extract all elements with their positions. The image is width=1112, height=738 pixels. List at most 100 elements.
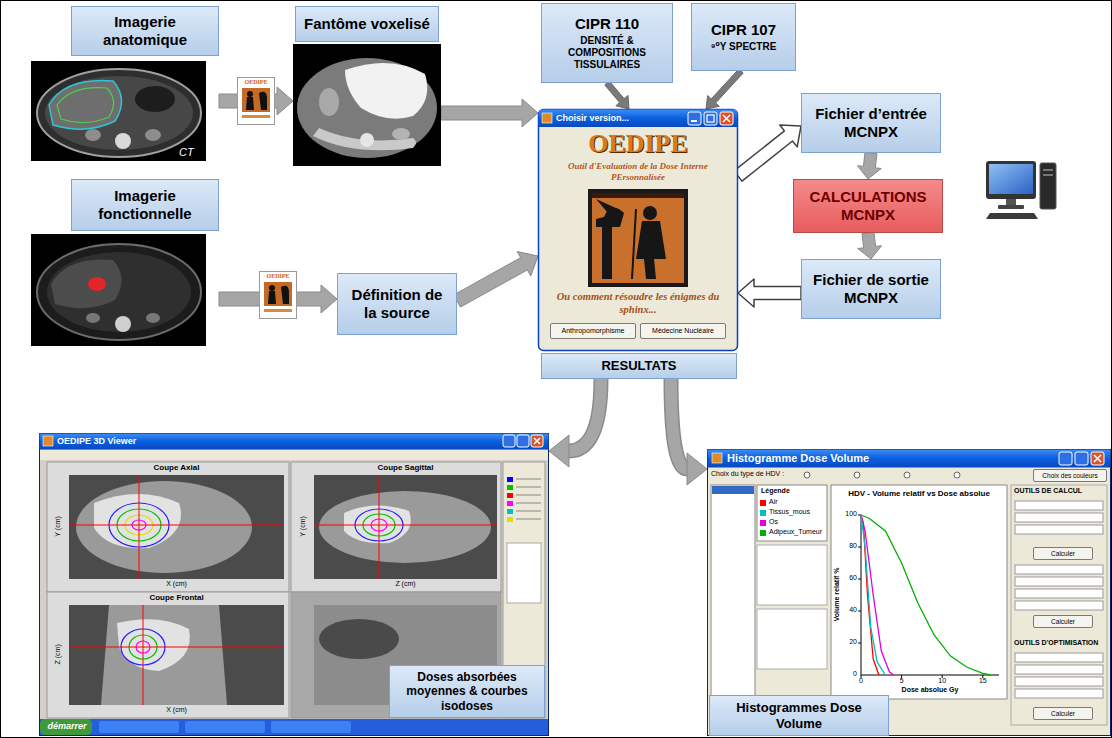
node-text: Imagerie fonctionnelle xyxy=(71,179,219,231)
software-window: Choisir version... OEDIPEOutil d'Evaluati… xyxy=(538,109,738,351)
annotation-label: Tissus_mous xyxy=(769,508,810,517)
caption-box: Histogrammes Dose Volume xyxy=(709,695,889,736)
annotation-label: 0 xyxy=(853,677,869,686)
block-arrow xyxy=(605,81,629,109)
file-box: Fichier d’entrée MCNPX xyxy=(801,93,941,153)
hdv-window: Histogramme Dose VolumeHistogrammes Dose… xyxy=(707,449,1111,736)
results-box: RESULTATS xyxy=(541,353,737,379)
node-text: Doses absorbées moyennes & courbes isodo… xyxy=(396,670,538,713)
annotation-label: Volume relatif % xyxy=(833,549,842,639)
oedipe-logo xyxy=(260,272,297,319)
annotation-label: Z (cm) xyxy=(314,580,497,589)
block-arrow xyxy=(706,69,743,109)
annotation-label: OEDIPE xyxy=(259,273,297,281)
annotation-label: Calculer xyxy=(1033,615,1093,628)
flow-arrow xyxy=(706,69,743,109)
annotation-label: Y (cm) xyxy=(54,506,63,546)
node-text: Ou comment résoudre les énigmes du sphin… xyxy=(544,290,732,316)
annotation-label: CT xyxy=(179,146,194,160)
node-text: ⁹⁰Y SPECTRE xyxy=(711,41,777,53)
ct-image xyxy=(31,61,206,161)
block-arrow xyxy=(738,279,801,307)
block-arrow xyxy=(858,232,882,259)
node-text: OEDIPE xyxy=(538,129,738,159)
caption-box: Doses absorbées moyennes & courbes isodo… xyxy=(389,665,545,718)
annotation-label: démarrer xyxy=(45,721,89,732)
annotation-label: 15 xyxy=(975,677,991,686)
annotation-label: Légende xyxy=(761,487,790,496)
arrow-head xyxy=(549,435,569,467)
node-text: CIPR 110 xyxy=(575,15,639,33)
flow-arrow xyxy=(734,125,801,181)
annotation-label: 10 xyxy=(934,677,950,686)
node-text: DENSITÉ & COMPOSITIONS TISSULAIRES xyxy=(548,35,666,71)
node-text: Anthropomorphisme xyxy=(550,323,636,339)
process-box: Définition de la source xyxy=(337,273,457,335)
voxel-phantom xyxy=(293,44,441,166)
annotation-label: Dose absolue Gy xyxy=(861,686,999,695)
arrow-shaft xyxy=(569,379,601,451)
node-text: CIPR 107 xyxy=(711,21,776,39)
flow-arrow xyxy=(441,99,538,127)
annotation-label: Coupe Frontal xyxy=(69,593,284,603)
block-arrow xyxy=(454,252,538,308)
node-text: RESULTATS xyxy=(601,358,676,374)
viewer-window: OEDIPE 3D ViewerDoses absorbées moyennes… xyxy=(39,433,549,736)
arrow-shaft xyxy=(671,379,687,469)
process-box: CALCULATIONS MCNPX xyxy=(793,179,943,233)
data-box: CIPR 107 ⁹⁰Y SPECTRE xyxy=(691,3,796,71)
node-text: CALCULATIONS MCNPX xyxy=(800,188,936,224)
block-arrow xyxy=(219,87,293,115)
annotation-label: 80 xyxy=(841,542,857,551)
annotation-label: 5 xyxy=(894,677,910,686)
block-arrow xyxy=(734,125,801,181)
annotation-label: Coupe Sagittal xyxy=(314,463,497,473)
annotation-label: Os xyxy=(769,518,778,527)
block-arrow xyxy=(441,99,538,127)
viewer-window xyxy=(40,434,549,736)
arrow-shaft xyxy=(671,379,687,469)
block-arrow xyxy=(858,152,882,179)
annotation-label: OEDIPE xyxy=(237,79,275,87)
annotation-label: 100 xyxy=(841,510,857,519)
flow-arrow xyxy=(858,232,882,259)
annotation-label: Calculer xyxy=(1033,547,1093,560)
hdv-window xyxy=(708,450,1111,736)
annotation-label: 0 xyxy=(841,670,857,679)
flow-arrow xyxy=(549,379,601,467)
annotation-label: 40 xyxy=(841,606,857,615)
image-panel: Imagerie anatomiqueCT xyxy=(31,6,219,166)
flow-arrow xyxy=(219,87,293,115)
node-text: Imagerie anatomique xyxy=(71,6,219,56)
arrow-head xyxy=(687,453,707,485)
annotation-label: Calculer xyxy=(1033,707,1093,720)
image-panel: Imagerie fonctionnelle xyxy=(31,179,219,349)
arrow-shaft xyxy=(569,379,601,451)
annotation-label: Coupe Axial xyxy=(69,463,284,473)
annotation-label: Air xyxy=(769,498,778,507)
node-text: Outil d'Evaluation de la Dose Interne PE… xyxy=(544,161,732,183)
data-box: CIPR 110DENSITÉ & COMPOSITIONS TISSULAIR… xyxy=(541,3,673,83)
annotation-label: X (cm) xyxy=(69,580,284,589)
annotation-label: OUTILS DE CALCUL xyxy=(1014,487,1082,496)
flow-arrow xyxy=(605,81,629,109)
file-box: Fichier de sortie MCNPX xyxy=(801,259,941,319)
node-text: Fichier de sortie MCNPX xyxy=(808,271,934,307)
node-text: Médecine Nucléaire xyxy=(640,323,726,339)
spect-image xyxy=(31,234,206,346)
annotation-label: Choix du type de HDV : xyxy=(711,470,784,479)
annotation-label: HDV - Volume relatif vs Dose absolue xyxy=(831,489,1007,499)
flow-arrow xyxy=(671,379,707,485)
annotation-label: X (cm) xyxy=(69,706,284,715)
node-text: Définition de la source xyxy=(344,286,450,322)
node-text: Choisir version... xyxy=(556,112,676,124)
flow-arrow xyxy=(454,252,538,308)
annotation-label: Z (cm) xyxy=(54,634,63,674)
annotation-label: 60 xyxy=(841,574,857,583)
node-text: Fichier d’entrée MCNPX xyxy=(808,105,934,141)
annotation-label: 20 xyxy=(841,638,857,647)
annotation-label: Adipeux_Tumeur xyxy=(769,528,822,537)
node-text: Histogramme Dose Volume xyxy=(727,452,977,465)
flow-arrow xyxy=(738,279,801,307)
